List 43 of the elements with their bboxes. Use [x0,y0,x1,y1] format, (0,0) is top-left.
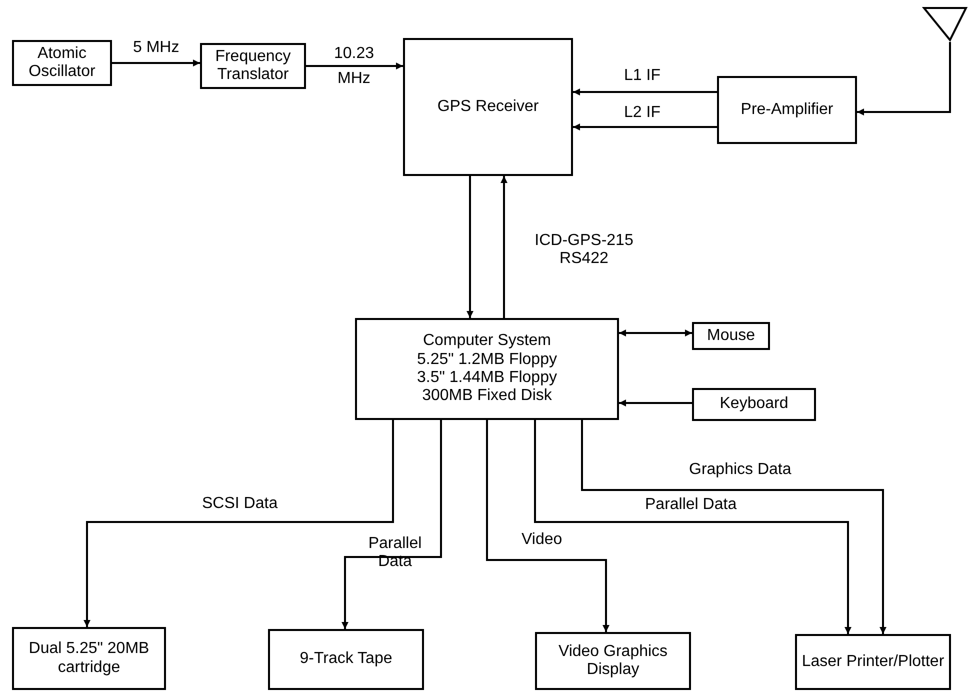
process-box [403,38,573,176]
process-box [200,43,306,89]
arrow [573,88,717,96]
arrow [619,330,692,336]
arrow [84,420,394,627]
process-box [692,322,770,350]
arrow [486,420,610,632]
node-text: Atomic Oscillator [28,44,96,82]
arrow [857,42,951,116]
node-text: Computer System [422,332,552,351]
process-box [692,388,816,421]
process-box [355,318,619,420]
node-text: 300MB Fixed Disk [422,387,552,406]
node-text: Video Graphics Display [557,642,669,680]
node-text: 5.25" 1.2MB Floppy [417,350,557,369]
node-text: 9-Track Tape [300,650,392,669]
node-text: Laser Printer/Plotter [802,652,944,672]
antenna-icon [922,6,968,42]
arrow [306,62,403,70]
node-text: Pre-Amplifier [740,100,834,120]
node-text: Mouse [706,326,756,346]
arrow [534,420,852,634]
process-box [268,629,424,690]
arrow [619,400,692,406]
arrow [573,124,717,130]
process-box [795,634,951,690]
node-text: 3.5" 1.44MB Floppy [417,369,557,388]
process-box [535,632,691,690]
process-box [717,76,857,144]
edge-label: ICD-GPS-215 RS422 [534,232,634,268]
arrow [112,60,200,66]
arrow [342,420,442,629]
process-box [12,627,166,690]
process-box [12,40,112,86]
node-text: Keyboard [720,395,788,414]
arrow [466,176,474,318]
node-text: Frequency Translator [214,48,292,84]
edge-label: 10.23 MHz [332,44,376,90]
node-text: Dual 5.25" 20MB cartridge [28,640,150,677]
arrow [581,420,886,634]
edge-label: Graphics Data [687,461,794,480]
arrow [500,176,508,318]
node-text: GPS Receiver [437,98,539,116]
